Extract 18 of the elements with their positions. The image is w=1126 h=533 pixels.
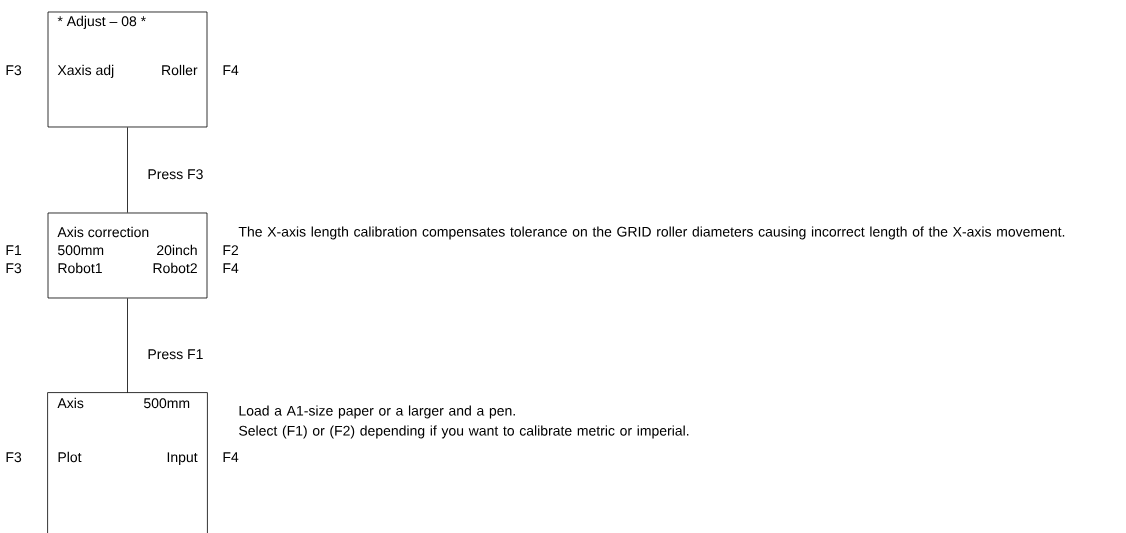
display-box: * Adjust – 08 * Xaxis adj Roller: [47, 11, 208, 128]
key-label: F3: [6, 263, 22, 274]
connector-line: [127, 127, 128, 213]
note-text: Load a A1-size paper or a larger and a pen.: [239, 405, 515, 419]
key-label: F3: [6, 65, 22, 76]
display-box: Axis 500mm Plot Input: [47, 392, 208, 533]
display-box: Axis correction 500mm 20inch Robot1 Robot2: [47, 212, 208, 299]
edge-label: Press F3: [148, 169, 203, 180]
key-label: F1: [6, 245, 22, 255]
key-label: F4: [223, 452, 239, 462]
key-label: F4: [223, 65, 239, 75]
connector-line: [127, 298, 128, 393]
key-label: F2: [223, 245, 239, 255]
edge-label: Press F1: [148, 349, 203, 360]
note-text: The X-axis length calibration compensates tolerance on the GRID roller diameters causing incorrect length of the X-axis movement.: [238, 226, 1065, 240]
key-label: F4: [223, 263, 239, 273]
key-label: F3: [6, 452, 22, 463]
note-text: Select (F1) or (F2) depending if you want to calibrate metric or imperial.: [239, 425, 689, 439]
